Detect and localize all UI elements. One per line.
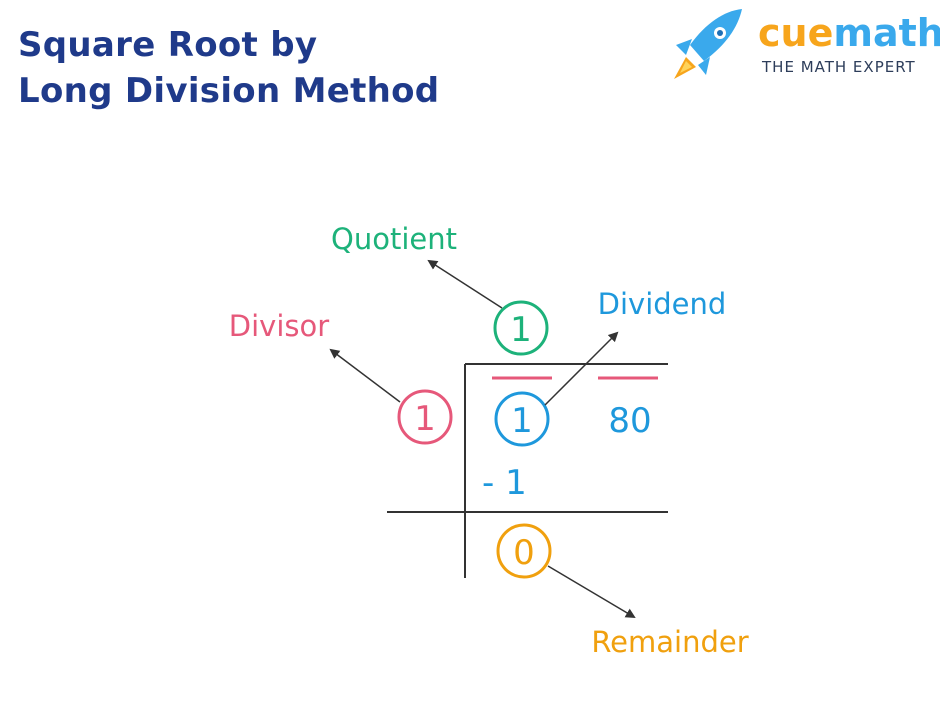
remainder-arrow <box>547 565 636 619</box>
logo-tagline: THE MATH EXPERT <box>762 58 916 76</box>
divisor-circle <box>397 389 453 445</box>
remainder-label: Remainder <box>591 625 748 659</box>
quotient-label: Quotient <box>331 222 457 256</box>
logo-word-cue: cue <box>758 11 834 55</box>
dividend-label: Dividend <box>598 287 727 321</box>
rocket-icon <box>674 9 742 79</box>
quotient-arrow <box>427 259 503 309</box>
quotient-circle <box>493 300 549 356</box>
logo-word-math: math <box>833 11 940 55</box>
divisor-value: 1 <box>414 399 436 439</box>
dividend-arrow <box>544 331 619 406</box>
remainder-value: 0 <box>513 533 535 573</box>
dividend-pair-2: 80 <box>608 401 651 441</box>
divisor-arrow <box>329 348 401 403</box>
remainder-circle <box>496 523 552 579</box>
cuemath-logo: cuemath THE MATH EXPERT <box>672 5 940 85</box>
dividend-pair-1: 1 <box>511 401 533 441</box>
title-line-1: Square Root by <box>18 25 318 65</box>
divisor-label: Divisor <box>229 309 329 343</box>
quotient-value: 1 <box>510 310 532 350</box>
page-title: Square Root by Long Division Method <box>18 22 439 114</box>
title-line-2: Long Division Method <box>18 71 440 111</box>
logo-wordmark: cuemath <box>758 13 940 53</box>
dividend-pair-circle <box>494 391 550 447</box>
subtraction-value: - 1 <box>482 463 527 503</box>
